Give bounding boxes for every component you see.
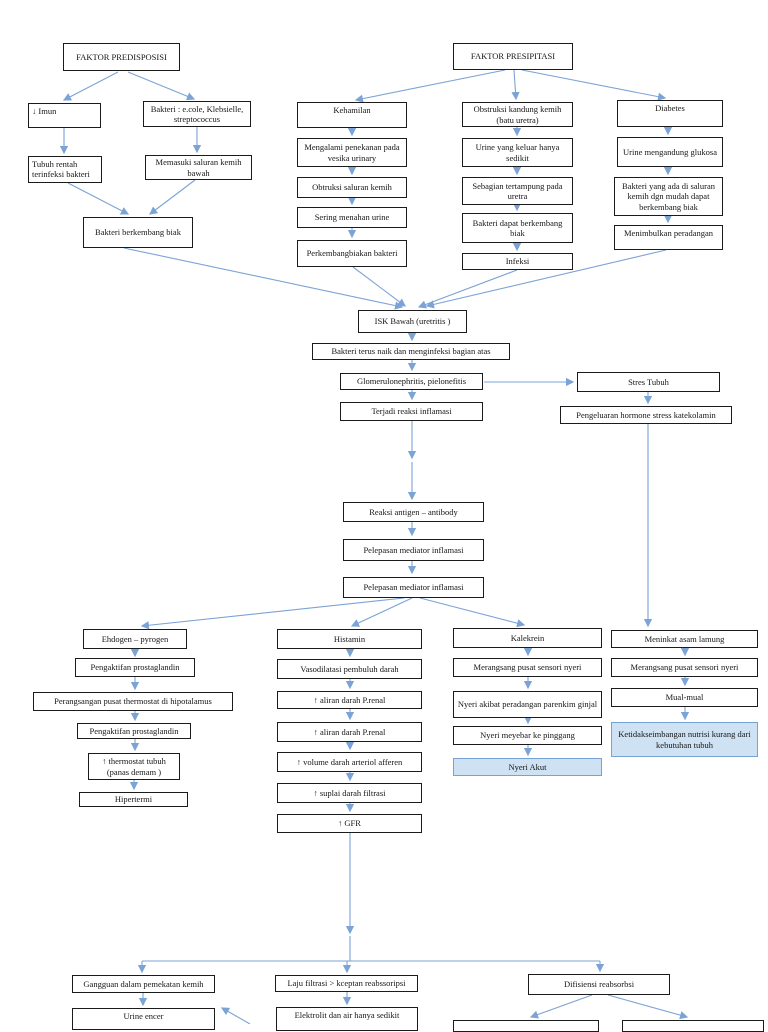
- node-volume-darah: ↑ volume darah arteriol afferen: [277, 752, 422, 772]
- node-aliran-darah-1: ↑ aliran darah P.renal: [277, 691, 422, 709]
- node-gfr: ↑ GFR: [277, 814, 422, 833]
- node-pelepasan-mediator-1: Pelepasan mediator inflamasi: [343, 539, 484, 561]
- node-aliran-darah-2: ↑ aliran darah P.renal: [277, 722, 422, 742]
- node-nyeri-akut: Nyeri Akut: [453, 758, 602, 776]
- node-thermostat-tubuh: ↑ thermostat tubuh (panas demam ): [88, 753, 180, 780]
- node-bakteri-terus-naik: Bakteri terus naik dan menginfeksi bagia…: [312, 343, 510, 360]
- node-faktor-presipitasi: FAKTOR PRESIPITASI: [453, 43, 573, 70]
- node-bakteri-ecole: Bakteri : e.cole, Klebsielle, streptococ…: [143, 101, 251, 127]
- node-bottom-stub-left: [453, 1020, 599, 1032]
- node-nyeri-akibat: Nyeri akibat peradangan parenkim ginjal: [453, 691, 602, 718]
- node-perangsangan-thermostat: Perangsangan pusat thermostat di hipotal…: [33, 692, 233, 711]
- node-urine-keluar-sedikit: Urine yang keluar hanya sedikit: [462, 138, 573, 167]
- node-pengeluaran-hormone: Pengeluaran hormone stress katekolamin: [560, 406, 732, 424]
- node-difisiensi-reabsorbsi: Difisiensi reabsorbsi: [528, 974, 670, 995]
- node-nyeri-meyebar: Nyeri meyebar ke pinggang: [453, 726, 602, 745]
- node-infeksi: Infeksi: [462, 253, 573, 270]
- node-sering-menahan: Sering menahan urine: [297, 207, 407, 228]
- node-vasodilatasi: Vasodilatasi pembuluh darah: [277, 659, 422, 679]
- node-hipertermi: Hipertermi: [79, 792, 188, 807]
- node-pengaktifan-prostaglandin-2: Pengaktifan prostaglandin: [77, 723, 191, 739]
- node-pelepasan-mediator-2: Pelepasan mediator inflamasi: [343, 577, 484, 598]
- node-urine-encer: Urine encer: [72, 1008, 215, 1030]
- node-gangguan-pemekatan: Gangguan dalam pemekatan kemih: [72, 975, 215, 993]
- node-sebagian-tertampung: Sebagian tertampung pada uretra: [462, 177, 573, 205]
- node-merangsang-nyeri-1: Merangsang pusat sensori nyeri: [453, 658, 602, 677]
- node-obtruksi-saluran: Obtruksi saluran kemih: [297, 177, 407, 198]
- node-laju-filtrasi: Laju filtrasi > kceptan reabssoripsi: [275, 975, 418, 992]
- node-faktor-predisposisi: FAKTOR PREDISPOSISI: [63, 43, 180, 71]
- node-bakteri-saluran-mudah: Bakteri yang ada di saluran kemih dgn mu…: [614, 177, 723, 216]
- node-menimbulkan-peradangan: Menimbulkan peradangan: [614, 225, 723, 250]
- node-histamin: Histamin: [277, 629, 422, 649]
- node-ketidakseimbangan-nutrisi: Ketidakseimbangan nutrisi kurang dari ke…: [611, 722, 758, 757]
- node-imun: ↓ Imun: [28, 103, 101, 128]
- node-perkembangbiakan-bakteri: Perkembangbiakan bakteri: [297, 240, 407, 267]
- node-diabetes: Diabetes: [617, 100, 723, 127]
- node-reaksi-antigen: Reaksi antigen – antibody: [343, 502, 484, 522]
- node-bottom-stub-right: [622, 1020, 764, 1032]
- node-kehamilan: Kehamilan: [297, 102, 407, 128]
- node-bakteri-dapat-berkembang: Bakteri dapat berkembang biak: [462, 213, 573, 243]
- node-stres-tubuh: Stres Tubuh: [577, 372, 720, 392]
- node-urine-mengandung: Urine mengandung glukosa: [617, 137, 723, 167]
- node-mengalami-penekanan: Mengalami penekanan pada vesika urinary: [297, 138, 407, 167]
- node-merangsang-nyeri-2: Merangsang pusat sensori nyeri: [611, 658, 758, 677]
- node-tubuh-rentah: Tubuh rentah terinfeksi bakteri: [28, 156, 102, 183]
- node-elektrolit-sedikit: Elektrolit dan air hanya sedikit: [276, 1007, 418, 1031]
- node-terjadi-reaksi: Terjadi reaksi inflamasi: [340, 402, 483, 421]
- node-bakteri-berkembang: Bakteri berkembang biak: [83, 217, 193, 248]
- node-memasuki-saluran: Memasuki saluran kemih bawah: [145, 155, 252, 180]
- node-pengaktifan-prostaglandin-1: Pengaktifan prostaglandin: [75, 658, 195, 677]
- node-ehdogen-pyrogen: Ehdogen – pyrogen: [83, 629, 187, 649]
- node-obstruksi-kandung: Obstruksi kandung kemih (batu uretra): [462, 102, 573, 127]
- node-isk-bawah: ISK Bawah (uretritis ): [358, 310, 467, 333]
- node-kalekrein: Kalekrein: [453, 628, 602, 648]
- node-meninkat-asam: Meninkat asam lamung: [611, 630, 758, 648]
- node-glomerulonephritis: Glomerulonephritis, pielonefitis: [340, 373, 483, 390]
- node-suplai-darah: ↑ suplai darah filtrasi: [277, 783, 422, 803]
- node-mual-mual: Mual-mual: [611, 688, 758, 707]
